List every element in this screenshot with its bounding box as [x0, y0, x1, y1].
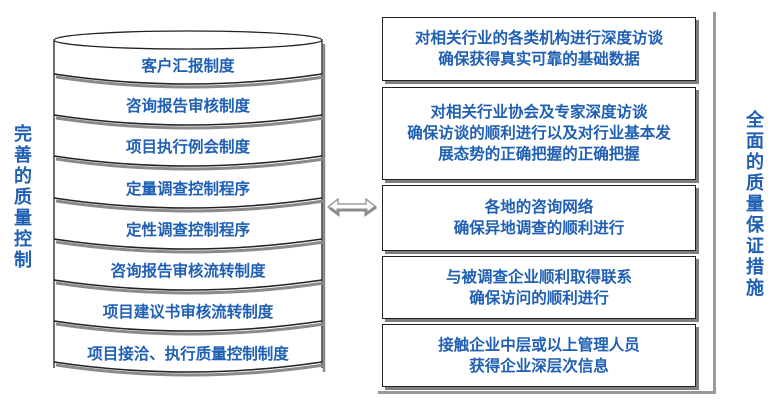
- measure-box: 与被调查企业顺利取得联系 确保访问的顺利进行: [382, 256, 696, 319]
- layer-divider-shadow: [55, 199, 325, 213]
- layer-divider-shadow: [55, 322, 325, 336]
- layer-divider: [53, 361, 323, 373]
- layer-label: 项目建议书审核流转制度: [102, 303, 274, 321]
- measure-box: 对相关行业协会及专家深度访谈 确保访谈的顺利进行以及对行业基本发 展态势的正确把…: [382, 87, 696, 180]
- double-arrow-icon: [327, 197, 377, 217]
- cylinder-top: [53, 30, 323, 50]
- measure-box: 各地的咨询网络 确保异地调查的顺利进行: [382, 185, 696, 251]
- layer-divider: [53, 73, 323, 85]
- measure-line: 确保访问的顺利进行: [469, 288, 609, 307]
- layer-label: 客户汇报制度: [141, 57, 235, 75]
- layer-label: 定性调查控制程序: [125, 221, 250, 239]
- measure-line: 与被调查企业顺利取得联系: [445, 267, 632, 286]
- layer-label: 咨询报告审核制度: [125, 97, 250, 115]
- measure-line: 确保访谈的顺利进行以及对行业基本发: [407, 124, 671, 142]
- layer-divider: [53, 320, 323, 332]
- measure-box: 对相关行业的各类机构进行深度访谈 确保获得真实可靠的基础数据: [382, 17, 696, 81]
- layer-label: 咨询报告审核流转制度: [110, 262, 266, 280]
- quality-control-label: 完善的质量控制: [14, 124, 32, 271]
- measure-line: 接触企业中层或以上管理人员: [438, 335, 640, 354]
- layer-label: 定量调查控制程序: [125, 180, 250, 198]
- cylinder-side: [53, 40, 323, 368]
- measure-line: 获得企业深层次信息: [469, 356, 609, 375]
- layer-divider: [53, 155, 323, 167]
- measure-line: 对相关行业的各类机构进行深度访谈: [414, 29, 663, 47]
- layer-divider: [53, 238, 323, 250]
- layer-divider-shadow: [55, 116, 325, 130]
- layer-label: 项目执行例会制度: [125, 138, 250, 156]
- measure-line: 对相关行业协会及专家深度访谈: [430, 103, 648, 121]
- measure-line: 确保异地调查的顺利进行: [453, 219, 625, 237]
- layer-divider: [53, 197, 323, 209]
- layer-divider-shadow: [55, 281, 325, 295]
- measure-box: 接触企业中层或以上管理人员 获得企业深层次信息: [382, 324, 696, 387]
- layer-divider: [53, 114, 323, 126]
- measures-frame: [378, 12, 716, 394]
- measure-line: 展态势的正确把握的正确把握: [438, 145, 640, 163]
- quality-assurance-label: 全面的质量保证措施: [746, 110, 764, 299]
- layer-label: 项目接洽、执行质量控制制度: [87, 345, 289, 363]
- layer-divider-shadow: [55, 363, 325, 377]
- layer-divider: [53, 279, 323, 291]
- layer-divider-shadow: [55, 157, 325, 171]
- layer-divider-shadow: [55, 75, 325, 89]
- layer-divider-shadow: [55, 240, 325, 254]
- measure-line: 确保获得真实可靠的基础数据: [438, 50, 640, 68]
- measure-line: 各地的咨询网络: [484, 198, 594, 216]
